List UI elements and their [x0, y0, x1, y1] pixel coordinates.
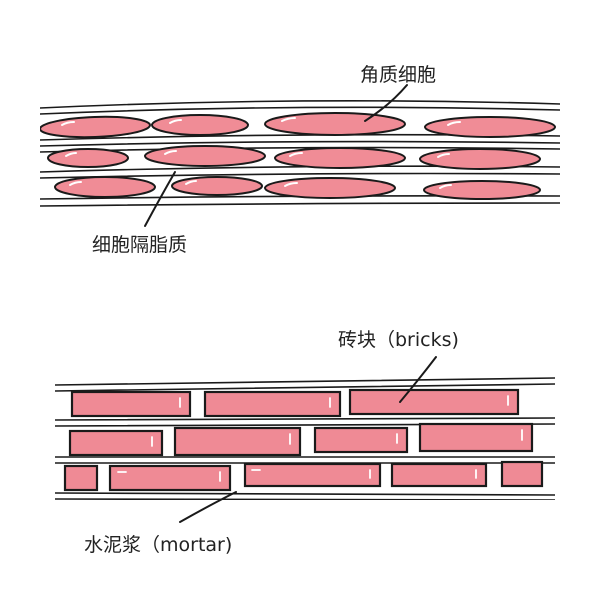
- leader-line-lipid: [144, 171, 176, 227]
- cell-highlights: [61, 117, 461, 189]
- mortar-label: 水泥浆（mortar): [84, 534, 233, 556]
- brick: [63, 464, 99, 492]
- corneocyte-cell: [423, 180, 541, 200]
- brick-mortar-layers: [55, 377, 555, 500]
- corneocyte-cell: [47, 148, 129, 168]
- corneocyte-cells: [40, 112, 556, 200]
- bricks: [63, 388, 544, 492]
- brick: [203, 390, 342, 418]
- brick: [68, 429, 164, 457]
- corneocyte-cell: [171, 176, 263, 196]
- brick: [108, 464, 232, 492]
- brick: [70, 390, 192, 418]
- corneocyte-cell: [424, 116, 556, 138]
- brick-highlights: [117, 395, 523, 482]
- brick: [348, 388, 520, 416]
- brick: [173, 426, 302, 457]
- intercellular-lipid-label: 细胞隔脂质: [92, 234, 188, 256]
- corneocyte-cell: [264, 112, 406, 136]
- brick: [418, 422, 534, 453]
- corneocyte-cell: [54, 176, 156, 198]
- brick: [390, 462, 488, 488]
- corneocyte-cell: [419, 148, 541, 170]
- brick: [313, 426, 409, 454]
- brick: [243, 462, 382, 488]
- leader-line-bricks: [399, 356, 437, 403]
- mortar-lines: [55, 377, 555, 500]
- bricks-label: 砖块（bricks): [338, 329, 459, 351]
- leader-line-mortar: [179, 491, 237, 523]
- corneocyte-cell: [151, 114, 249, 136]
- corneocyte-cell: [274, 147, 406, 169]
- corneocyte-cell: [144, 145, 266, 167]
- corneocyte-cell: [264, 177, 396, 199]
- stratum-corneum-layers: [40, 100, 560, 207]
- brick: [500, 460, 544, 488]
- corneocyte-cell: [40, 115, 151, 139]
- leader-line-corneocyte: [364, 84, 408, 122]
- corneocyte-label: 角质细胞: [360, 64, 437, 86]
